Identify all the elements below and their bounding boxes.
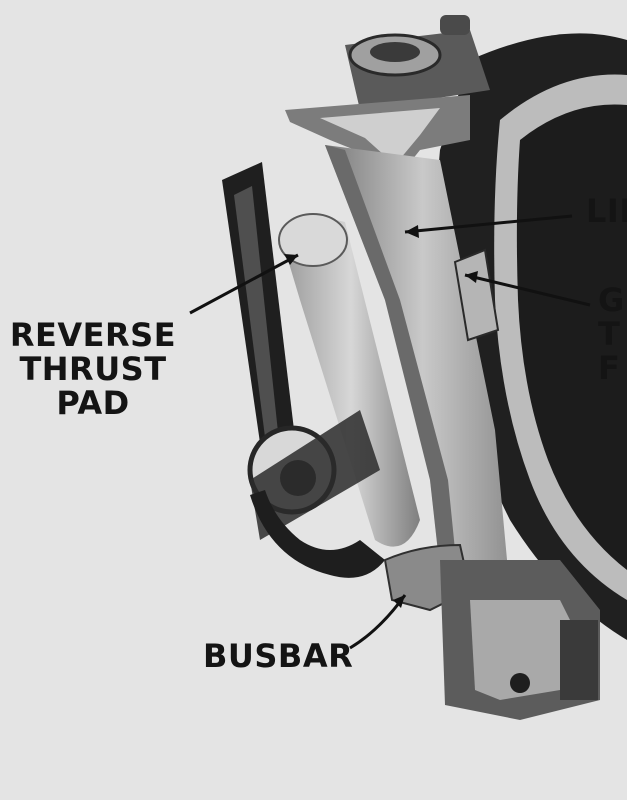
ring-inner (516, 104, 627, 570)
thrust-pad-cylinder (282, 218, 420, 547)
left-arm-edge (234, 186, 282, 476)
bottom-tab (560, 620, 598, 700)
right-clip (453, 248, 500, 342)
label-link-partial: LII (586, 192, 627, 230)
leader-g-arrowhead (465, 271, 478, 283)
label-busbar: BUSBAR (203, 637, 354, 675)
roller-bracket (250, 410, 380, 540)
leader-link (404, 214, 573, 234)
top-knob-center (370, 42, 420, 62)
top-plate-highlight (320, 108, 440, 165)
bottom-rivet (510, 673, 530, 693)
leader-busbar-arrowhead (393, 595, 405, 608)
leader-reverse-arrowhead (284, 254, 298, 265)
label-g-partial: G T F (598, 281, 625, 387)
label-reverse-thrust-pad: REVERSE THRUST PAD (9, 316, 177, 422)
leader-reverse-thrust-pad (189, 253, 299, 315)
leader-g (464, 273, 591, 307)
top-nub (440, 15, 470, 35)
lower-hook (250, 490, 385, 578)
leader-link-arrowhead (405, 225, 419, 238)
bottom-bracket-light (470, 600, 580, 700)
thrust-pad-end (278, 213, 348, 267)
